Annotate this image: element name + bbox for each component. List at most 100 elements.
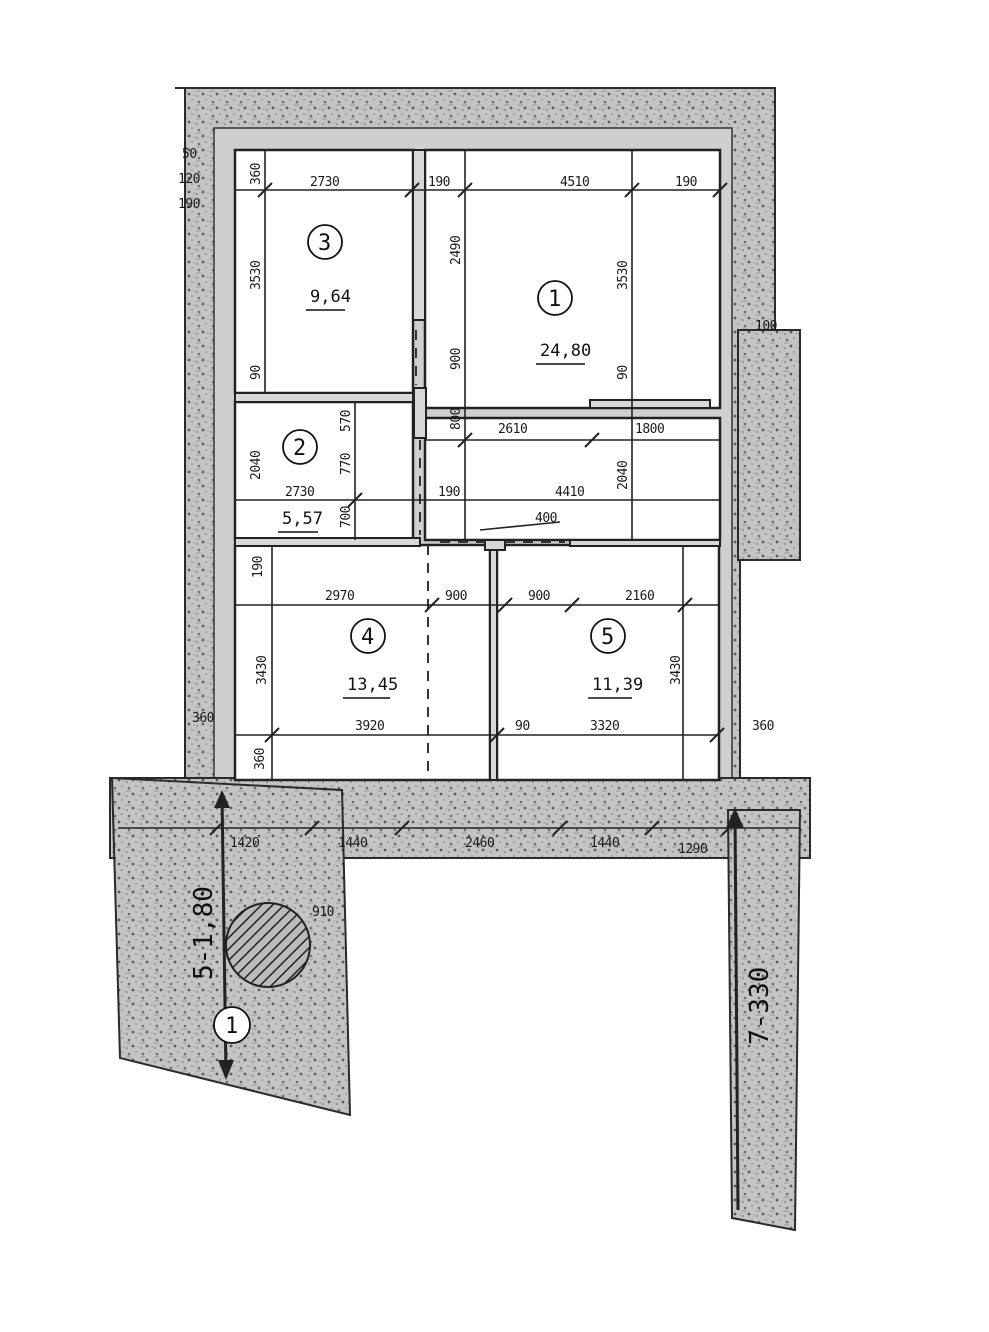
tick bbox=[457, 432, 473, 448]
room-number-circle bbox=[537, 280, 573, 316]
dim-label: 910 bbox=[312, 905, 334, 920]
tick bbox=[347, 492, 363, 508]
dim-label: 2730 bbox=[285, 485, 314, 500]
dim-label: 190 bbox=[438, 485, 460, 500]
dim-label: 1420 bbox=[230, 836, 259, 851]
room-number-circle bbox=[282, 429, 318, 465]
partition-wall bbox=[589, 399, 711, 409]
dimension-line bbox=[479, 521, 561, 531]
tick bbox=[564, 597, 580, 613]
tick bbox=[712, 182, 728, 198]
room-2-number: 2 bbox=[293, 436, 306, 461]
partition-wall bbox=[484, 539, 506, 551]
room-1-number: 1 bbox=[548, 287, 561, 312]
dim-label: 2040 bbox=[249, 451, 264, 480]
dim-label: 2730 bbox=[310, 175, 339, 190]
dim-label: 360 bbox=[253, 748, 268, 770]
room-labels: 3 9,64 1 24,80 2 5,57 4 13,45 5 11,39 bbox=[278, 224, 643, 699]
arrow-up-icon bbox=[214, 790, 230, 808]
tick bbox=[584, 432, 600, 448]
dim-label: 50 bbox=[182, 147, 197, 162]
dim-label: 900 bbox=[449, 348, 464, 370]
dim-label: 90 bbox=[616, 365, 631, 380]
section-label-right: 7-330 bbox=[745, 967, 775, 1045]
corridor bbox=[423, 416, 722, 542]
tick bbox=[624, 182, 640, 198]
dim-label: 900 bbox=[528, 589, 550, 604]
dim-label: 360 bbox=[249, 163, 264, 185]
rooms bbox=[233, 148, 722, 782]
partition-wall bbox=[234, 537, 421, 547]
dim-label: 90 bbox=[249, 365, 264, 380]
tick bbox=[404, 182, 420, 198]
dim-label: 190 bbox=[178, 197, 200, 212]
dim-label: 3430 bbox=[255, 656, 270, 685]
dim-label: 800 bbox=[449, 408, 464, 430]
dim-label: 2160 bbox=[625, 589, 654, 604]
room-5-area: 11,39 bbox=[592, 675, 643, 695]
partition-wall bbox=[234, 392, 414, 403]
tick bbox=[257, 182, 273, 198]
dim-label: 2970 bbox=[325, 589, 354, 604]
dim-label: 1800 bbox=[635, 422, 664, 437]
dim-label: 4510 bbox=[560, 175, 589, 190]
room-1-area: 24,80 bbox=[540, 341, 591, 361]
dim-label: 2040 bbox=[616, 461, 631, 490]
dim-label: 100 bbox=[755, 319, 777, 334]
room-number-circle bbox=[350, 618, 386, 654]
dim-label: 700 bbox=[339, 506, 354, 528]
tick bbox=[457, 182, 473, 198]
section-mark-left: 1 bbox=[225, 1014, 238, 1039]
dim-label: 90 bbox=[515, 719, 530, 734]
tick bbox=[552, 820, 568, 836]
dim-label: 360 bbox=[192, 711, 214, 726]
dimension-labels: 50 120 190 2730 360 3530 90 190 4510 190… bbox=[178, 147, 777, 1045]
tick bbox=[677, 597, 693, 613]
tick bbox=[709, 727, 725, 743]
dim-label: 900 bbox=[445, 589, 467, 604]
arrow-up-icon bbox=[726, 808, 744, 828]
room-4-number: 4 bbox=[361, 625, 374, 650]
dim-label: 4410 bbox=[555, 485, 584, 500]
tick bbox=[489, 727, 505, 743]
room-3-number: 3 bbox=[318, 231, 331, 256]
dim-label: 3320 bbox=[590, 719, 619, 734]
dim-label: 3530 bbox=[249, 261, 264, 290]
dim-label: 3430 bbox=[669, 656, 684, 685]
dim-label: 1440 bbox=[590, 836, 619, 851]
dim-label: 2610 bbox=[498, 422, 527, 437]
arrow-down-icon bbox=[218, 1060, 234, 1080]
dim-label: 2490 bbox=[449, 236, 464, 265]
section-label-left: 5-1,80 bbox=[189, 886, 219, 980]
room-2 bbox=[233, 400, 415, 542]
dim-label: 360 bbox=[752, 719, 774, 734]
partition-wall bbox=[412, 149, 426, 321]
dim-label: 120 bbox=[178, 172, 200, 187]
dim-label: 190 bbox=[428, 175, 450, 190]
dim-label: 1440 bbox=[338, 836, 367, 851]
dim-label: 190 bbox=[675, 175, 697, 190]
section-circle bbox=[213, 1006, 251, 1044]
tick bbox=[394, 820, 410, 836]
tick bbox=[644, 820, 660, 836]
dimension-lines bbox=[118, 150, 800, 836]
partition-wall bbox=[489, 544, 498, 781]
tick bbox=[264, 727, 280, 743]
dim-label: 3920 bbox=[355, 719, 384, 734]
room-1 bbox=[423, 148, 722, 410]
partition-wall bbox=[569, 539, 721, 547]
room-5-number: 5 bbox=[601, 625, 614, 650]
right-extension bbox=[726, 809, 802, 1232]
room-5 bbox=[495, 543, 721, 782]
dim-label: 2460 bbox=[465, 836, 494, 851]
dim-label: 3530 bbox=[616, 261, 631, 290]
tick bbox=[304, 820, 320, 836]
section-line-right bbox=[733, 811, 740, 1211]
tick bbox=[424, 597, 440, 613]
porch bbox=[737, 329, 801, 561]
dim-label: 400 bbox=[535, 511, 557, 526]
room-2-area: 5,57 bbox=[282, 509, 323, 529]
dim-label: 190 bbox=[251, 556, 266, 578]
partition-wall bbox=[413, 387, 427, 439]
dim-label: 570 bbox=[339, 410, 354, 432]
